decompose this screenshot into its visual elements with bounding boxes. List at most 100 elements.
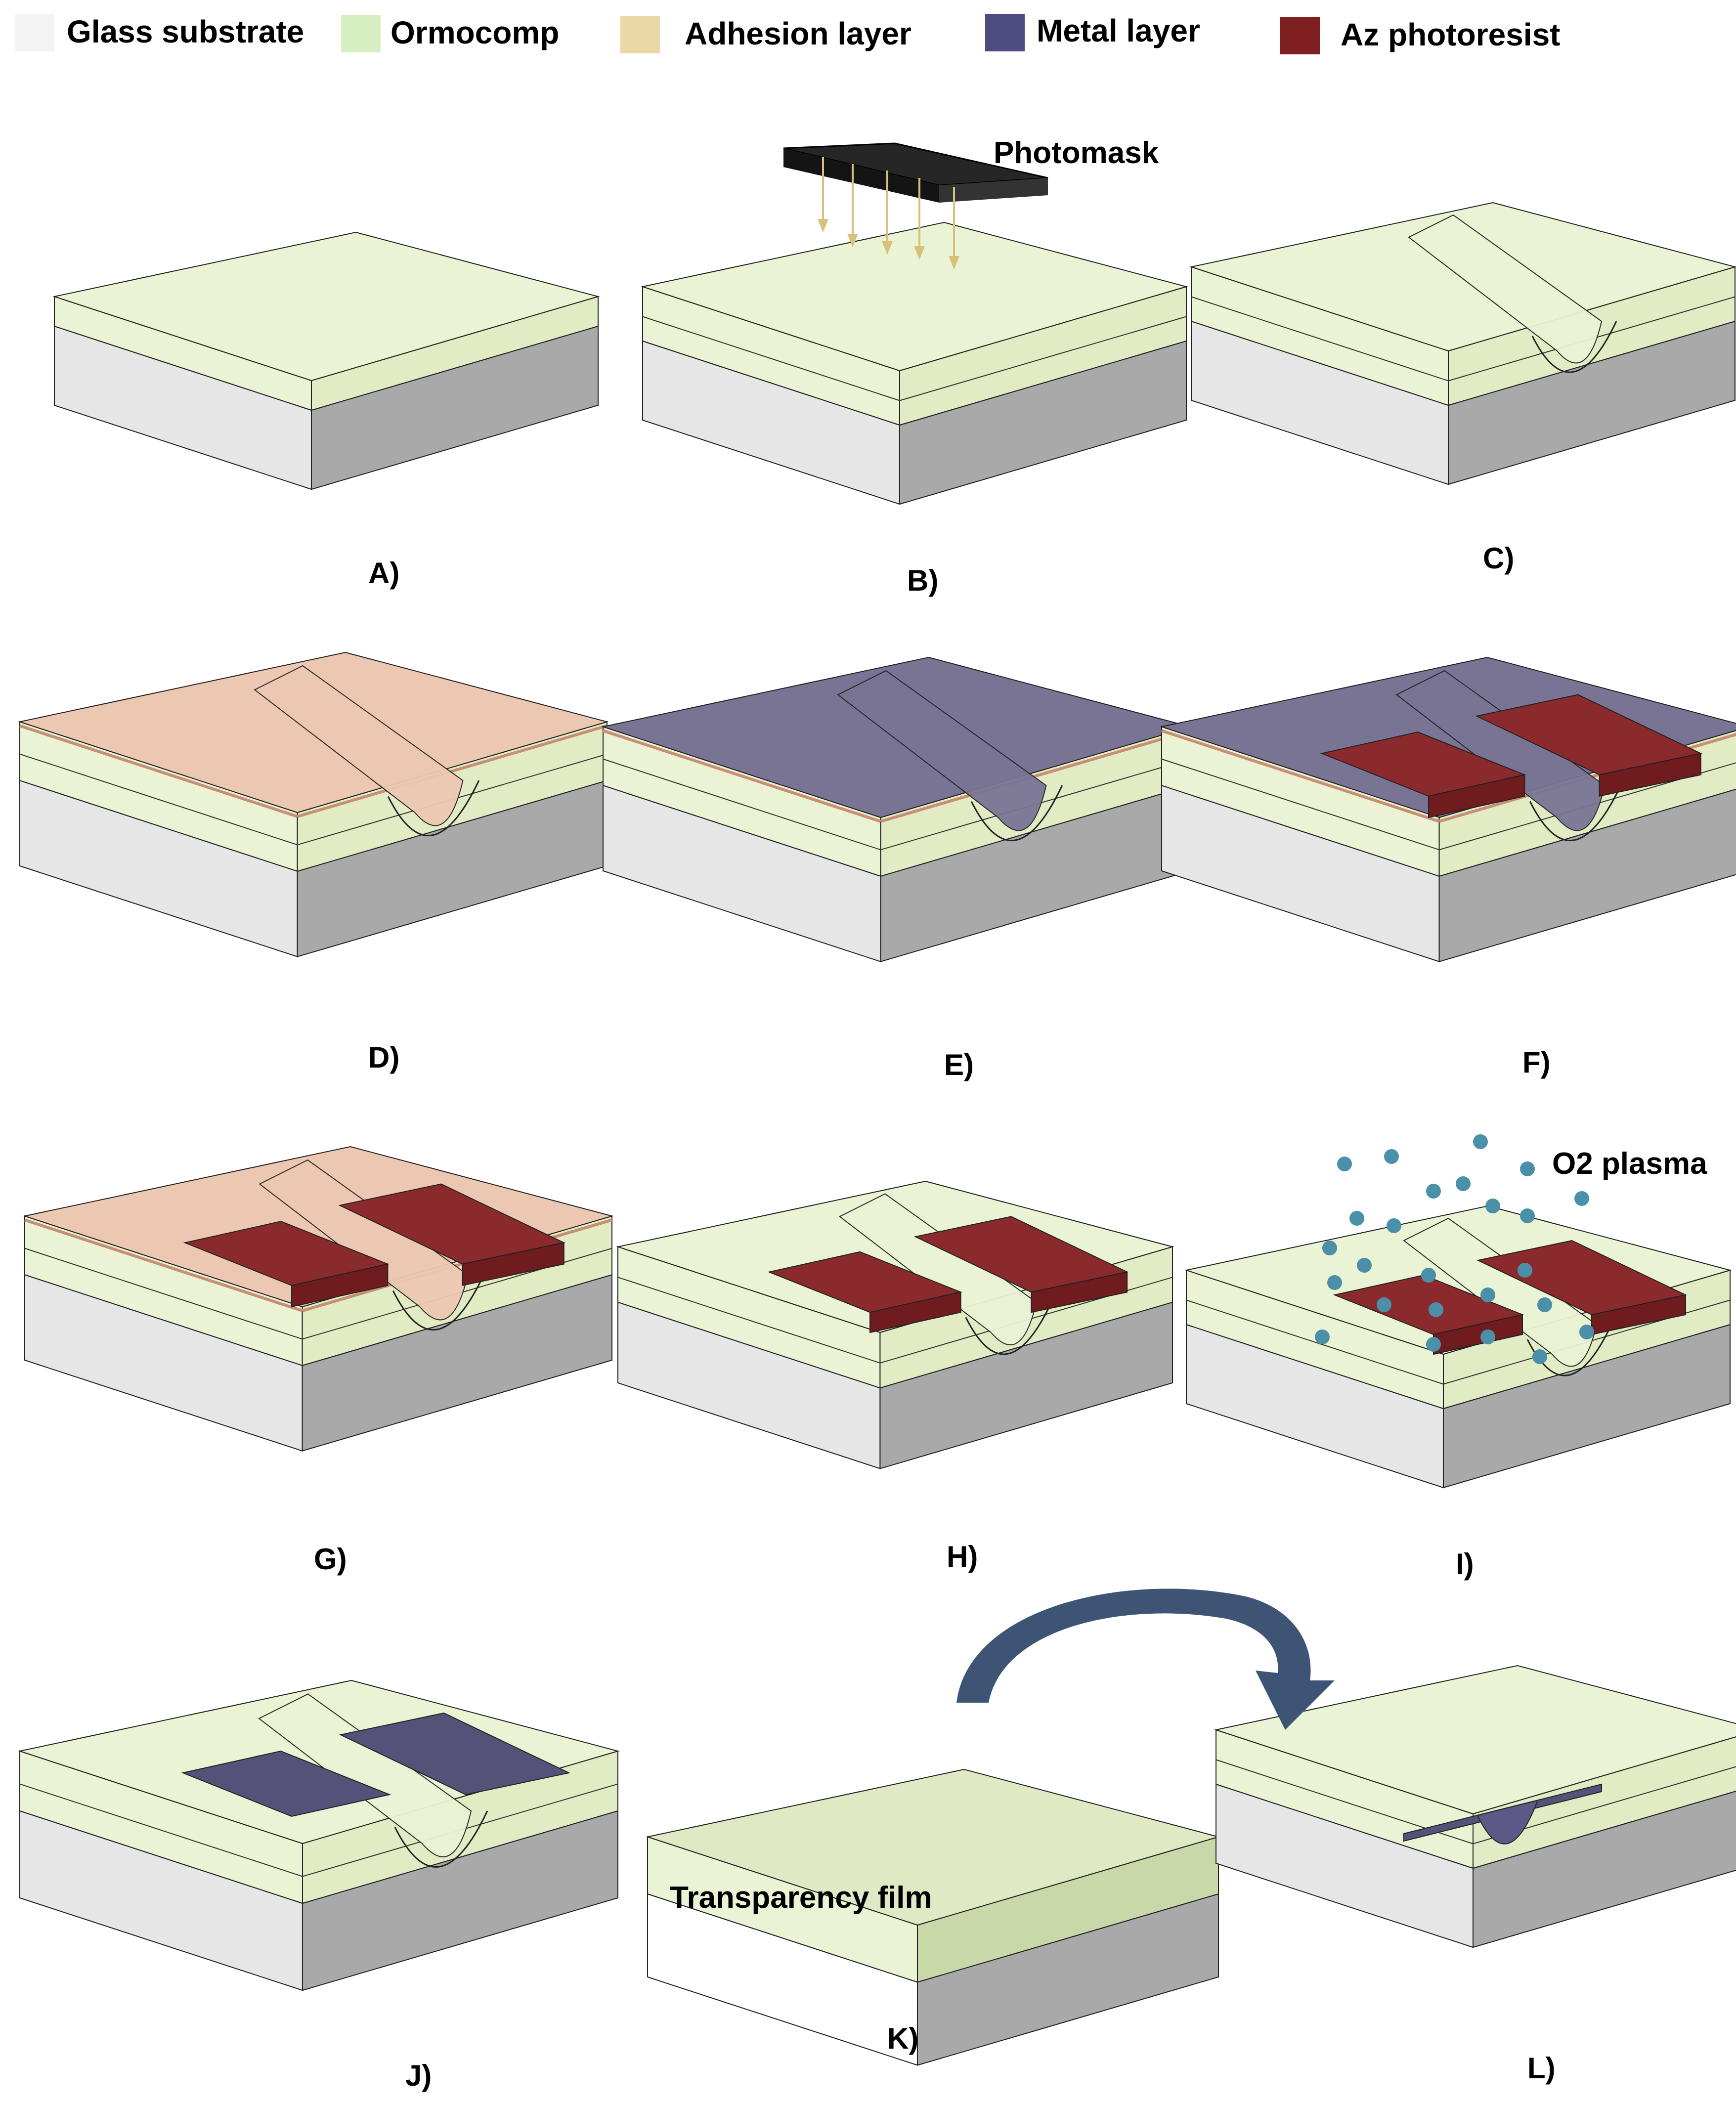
panel-f-block: F): [1160, 656, 1736, 1079]
legend-label-adhesion: Adhesion layer: [685, 16, 911, 51]
adhesion-edge: [302, 1218, 612, 1312]
adhesion-edge: [603, 729, 881, 823]
ormo-interface-line: [899, 316, 1187, 401]
adhesion-edge: [19, 724, 298, 818]
panel-label: A): [368, 557, 399, 590]
panel-g-block: G): [23, 1146, 614, 1576]
legend-label-photoresist: Az photoresist: [1341, 17, 1560, 52]
embedded-channel: [1477, 1801, 1538, 1845]
panel-label: J): [405, 2059, 432, 2092]
legend-label-glass: Glass substrate: [67, 14, 304, 49]
resist-pad-left-side: [291, 1263, 389, 1308]
plasma-dot: [1574, 1191, 1589, 1206]
transparency-film-label: Transparency film: [670, 1881, 932, 1915]
adhesion-edge: [1161, 729, 1440, 823]
panel-i-block: I): [1184, 1205, 1732, 1581]
groove-profile: [387, 780, 480, 836]
ormo-interface-line: [617, 1277, 880, 1364]
panel-label: K): [887, 2022, 918, 2055]
plasma-dot: [1387, 1218, 1401, 1233]
transparency-film-group: Transparency film: [670, 1881, 932, 1915]
plasma-dot: [1377, 1297, 1391, 1312]
flip-arrow-body: [956, 1588, 1335, 1730]
plasma-dot: [1456, 1176, 1471, 1191]
plasma-dot: [1327, 1275, 1342, 1290]
metal-pad-left: [181, 1750, 391, 1817]
metal-pad-right: [339, 1712, 571, 1796]
plasma-dot: [1384, 1149, 1399, 1164]
groove-profile: [392, 1274, 485, 1330]
resist-pad-left-side: [869, 1291, 961, 1333]
adhesion-edge: [297, 724, 608, 818]
panel-label: G): [314, 1543, 347, 1576]
groove-profile: [1529, 785, 1622, 841]
top-surface: [1160, 656, 1736, 818]
ormo-interface-line: [24, 1247, 303, 1340]
panel-label: B): [907, 564, 938, 597]
plasma-dot: [1520, 1161, 1535, 1176]
plasma-dot: [1357, 1258, 1372, 1273]
panel-d-block: D): [18, 651, 609, 1074]
panel-j-block: J): [18, 1679, 620, 2092]
top-surface: [641, 221, 1188, 372]
groove-channel: [1408, 214, 1603, 364]
plasma-dot: [1426, 1337, 1441, 1352]
panel-h-block: H): [616, 1180, 1174, 1573]
plasma-dot: [1485, 1199, 1500, 1213]
plasma-dot: [1315, 1330, 1330, 1344]
adhesion-edge: [24, 1218, 303, 1312]
plasma-dot: [1426, 1184, 1441, 1199]
groove-profile: [1531, 321, 1617, 373]
groove-profile: [970, 785, 1063, 841]
photomask-group: Photomask: [783, 136, 1159, 270]
plasma-dot: [1480, 1330, 1495, 1344]
plasma-dot: [1421, 1268, 1436, 1283]
legend-label-ormocomp: Ormocomp: [391, 15, 559, 50]
plasma-dot: [1429, 1302, 1443, 1317]
ormo-interface-line: [19, 753, 298, 846]
panel-l-block: L): [1214, 1665, 1736, 2085]
plasma-dots: [1315, 1134, 1594, 1364]
plasma-dot: [1322, 1241, 1337, 1255]
plasma-dot: [1532, 1349, 1547, 1364]
legend-label-metal: Metal layer: [1037, 13, 1200, 48]
plasma-dot: [1473, 1134, 1488, 1149]
panel-label: F): [1522, 1046, 1551, 1079]
plasma-dot: [1520, 1208, 1535, 1223]
ormo-interface-line: [603, 758, 881, 851]
resist-pad-right-side: [1031, 1271, 1128, 1313]
panel-label: C): [1483, 542, 1514, 575]
ormo-interface-line: [642, 316, 900, 401]
panel-k-block: K): [646, 1768, 1220, 2066]
plasma-dot: [1349, 1211, 1364, 1226]
flip-arrow: [956, 1588, 1335, 1730]
panel-label: E): [944, 1048, 974, 1081]
resist-pad-left-side: [1428, 774, 1525, 818]
o2-plasma-label: O2 plasma: [1552, 1147, 1707, 1181]
o2-plasma-group: O2 plasma: [1315, 1134, 1707, 1364]
resist-pad-right-side: [462, 1242, 564, 1287]
groove-profile: [394, 1810, 488, 1868]
plasma-dot: [1480, 1288, 1495, 1302]
legend-swatch-photoresist: [1280, 17, 1320, 54]
ormo-interface-line: [1186, 1299, 1444, 1385]
photomask-label: Photomask: [994, 136, 1159, 170]
legend-swatch-glass: [15, 14, 54, 51]
plasma-dot: [1337, 1157, 1352, 1171]
plasma-dot: [1537, 1297, 1552, 1312]
adhesion-edge: [1438, 732, 1736, 823]
plasma-dot: [1518, 1263, 1532, 1278]
groove-channel: [837, 670, 1047, 831]
plasma-dot: [1579, 1325, 1594, 1339]
groove-profile: [965, 1302, 1052, 1355]
legend-swatch-ormocomp: [341, 15, 381, 52]
legend: Glass substrate Ormocomp Adhesion layer …: [15, 13, 1560, 54]
adhesion-edge: [880, 729, 1191, 823]
legend-swatch-adhesion: [620, 16, 660, 53]
legend-swatch-metal: [985, 14, 1025, 51]
photomask-bar-side: [939, 178, 1048, 203]
panel-c-block: C): [1189, 202, 1736, 575]
resist-pad-right-side: [1599, 753, 1701, 797]
